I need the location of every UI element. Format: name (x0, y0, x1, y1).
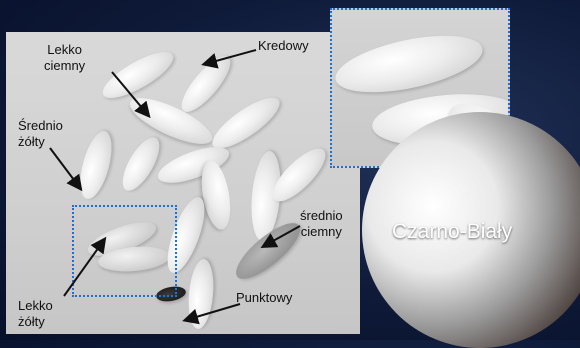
arrow-srednio-ciemny (264, 226, 300, 246)
arrow-lekko-ciemny (112, 72, 148, 115)
arrow-kredowy (205, 50, 256, 64)
annotation-arrows (0, 0, 580, 340)
arrow-srednio-zolty (50, 148, 80, 188)
arrow-punktowy (186, 304, 240, 320)
arrow-lekko-zolty (64, 240, 104, 296)
